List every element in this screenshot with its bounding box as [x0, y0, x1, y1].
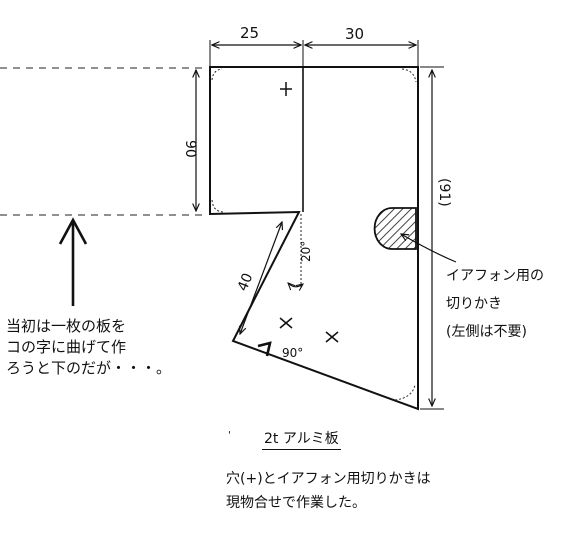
design-note-line: 当初は一枚の板を	[6, 317, 127, 335]
angle-arc-20	[288, 283, 303, 287]
notch-note-line: 切りかき	[446, 296, 502, 312]
tick-mark: '	[228, 430, 231, 441]
notch-note: イアフォン用の 切りかき (左側は不要)	[446, 262, 544, 346]
design-note: 当初は一枚の板を コの字に曲げて作 ろうと下のだが・・・。	[6, 316, 171, 379]
notch-note-line: イアフォン用の	[446, 268, 544, 284]
hole-mark	[280, 82, 292, 96]
dim-label-90: 90	[182, 140, 198, 158]
hole-mark	[279, 317, 293, 329]
corner-radius	[394, 384, 416, 401]
up-arrow-head	[58, 217, 88, 245]
dim-label-25: 25	[240, 24, 259, 42]
dim-label-30: 30	[345, 25, 364, 43]
dim-label-40: 40	[235, 271, 257, 294]
corner-radius	[211, 199, 225, 213]
corner-radius	[211, 68, 223, 81]
corner-radius	[401, 68, 417, 83]
design-note-line: ろうと下のだが・・・。	[6, 359, 172, 377]
work-note-line: 現物合せで作業した。	[226, 495, 366, 511]
plate-outline	[209, 66, 419, 411]
hole-mark	[325, 331, 339, 343]
design-note-line: コの字に曲げて作	[6, 338, 127, 356]
material-label: 2t アルミ板	[262, 428, 341, 450]
dim-label-20deg: 20°	[299, 241, 313, 262]
work-note: 穴(+)とイアフォン用切りかきは 現物合せで作業した。	[226, 467, 431, 515]
dimension-line-40	[240, 222, 282, 334]
right-angle-mark	[257, 341, 272, 357]
work-note-line: 穴(+)とイアフォン用切りかきは	[226, 471, 431, 487]
notch-note-line: (左側は不要)	[446, 324, 527, 340]
notch-leader-line	[401, 234, 457, 263]
dim-label-91: (91)	[436, 178, 452, 207]
dim-label-90deg: 90°	[282, 346, 303, 360]
earphone-notch	[373, 207, 417, 250]
